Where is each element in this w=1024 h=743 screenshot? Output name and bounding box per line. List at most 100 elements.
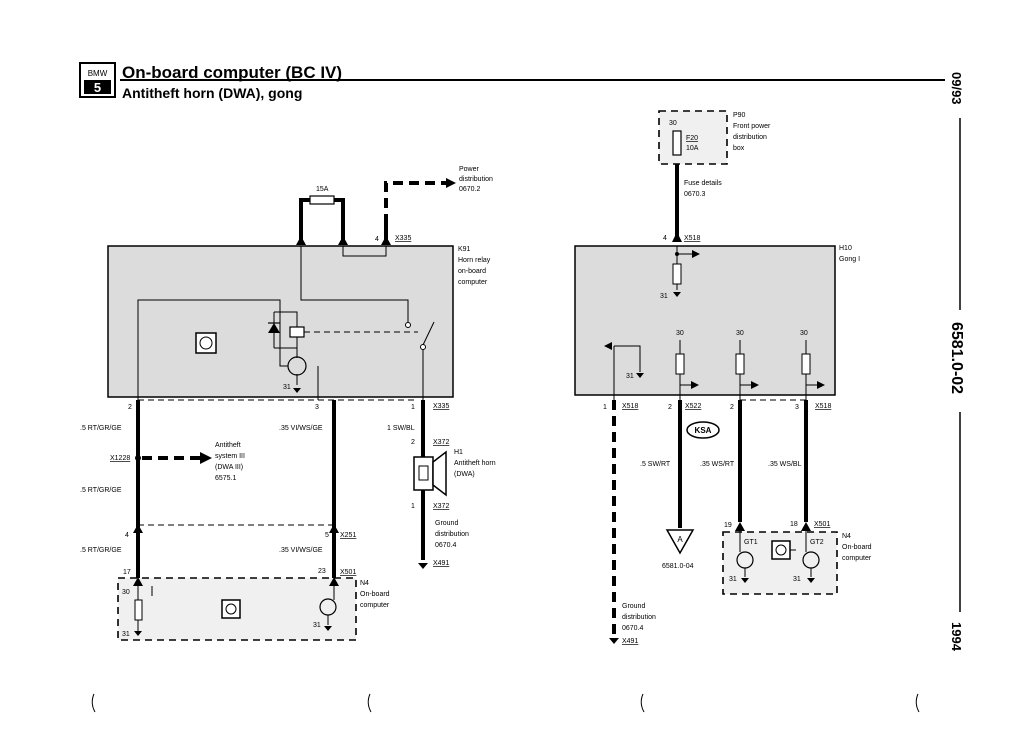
n4-module-icon: [221, 599, 241, 619]
wire-sw-rt-label: .5 SW/RT: [640, 461, 671, 468]
ground-dist-line-3: 0670.4: [435, 542, 457, 549]
n4-right-module-icon: [771, 540, 791, 560]
gong-31-top: 31: [660, 293, 668, 300]
bmw-logo-number: 5: [94, 80, 101, 95]
antitheft-line-1: Antitheft: [215, 442, 241, 449]
power-distribution-feed: [384, 181, 448, 224]
x335-top-pin: [381, 236, 391, 245]
wire-vi-ws-ge-2: .35 VI/WS/GE: [279, 547, 323, 554]
page-subtitle: Antitheft horn (DWA), gong: [122, 85, 302, 101]
x501-label: X501: [340, 569, 356, 576]
pin-1: 1: [411, 404, 415, 411]
wire-vi-ws-ge-1: .35 VI/WS/GE: [279, 425, 323, 432]
corner-mark-1: [91, 693, 96, 713]
corner-mark-2: [367, 693, 372, 713]
ground-31-relay: 31: [283, 384, 291, 391]
antitheft-line-2: system III: [215, 453, 245, 460]
pin-4-top: 4: [375, 236, 379, 243]
ground-dist-line-2: distribution: [435, 531, 469, 538]
ground-symbol: [293, 388, 301, 393]
pin-1-horn: 1: [411, 503, 415, 510]
corner-mark-3: [640, 693, 645, 713]
pin-4-mid: 4: [125, 532, 129, 539]
gong-30b: 30: [736, 330, 744, 337]
x518-left-label: X518: [622, 403, 638, 410]
horn-icon: [432, 450, 447, 497]
h10-line-1: H10: [839, 245, 852, 252]
wire-sw-bl: 1 SW/BL: [387, 425, 415, 432]
fuse-10a-label: 10A: [686, 145, 699, 152]
pin-2b: 2: [730, 404, 734, 411]
p90-line-2: Front power: [733, 123, 771, 130]
date-label: 09/93: [949, 72, 964, 105]
n4-line-2: On-board: [360, 591, 390, 598]
fuse-loop-wire: [299, 198, 345, 240]
gt1-label: GT1: [744, 539, 758, 546]
pin-5: 5: [325, 532, 329, 539]
year-label: 1994: [949, 622, 964, 652]
x518-top-label: X518: [684, 235, 700, 242]
power-dist-line-2: distribution: [459, 176, 493, 183]
pin-2-horn: 2: [411, 439, 415, 446]
pin-23: 23: [318, 568, 326, 575]
bmw-logo: BMW 5: [79, 62, 116, 98]
p90-line-4: box: [733, 145, 745, 152]
p90-line-1: P90: [733, 112, 746, 119]
n4-right-line-1: N4: [842, 533, 851, 540]
x491-label: X491: [433, 560, 449, 567]
n4-31a: 31: [122, 631, 130, 638]
power-arrow: [446, 178, 456, 188]
connector-ref: 6581.0-04: [662, 563, 694, 570]
relay-coil: [289, 326, 305, 338]
connector-a-label: A: [677, 535, 683, 544]
n4-right-line-3: computer: [842, 555, 872, 562]
k91-line-2: Horn relay: [458, 257, 491, 264]
pin-2a: 2: [668, 404, 672, 411]
wire-rt-gr-ge-1: .5 RT/GR/GE: [80, 425, 122, 432]
pin-19: 19: [724, 522, 732, 529]
ksa-label: KSA: [695, 426, 712, 435]
right-ground-dist-line-3: 0670.4: [622, 625, 644, 632]
x335-top-label: X335: [395, 235, 411, 242]
wire-ws-bl-label: .35 WS/BL: [768, 461, 802, 468]
pin-17: 17: [123, 569, 131, 576]
h10-gong-box: [574, 245, 836, 396]
gong-30a: 30: [676, 330, 684, 337]
fuse-f20-label: F20: [686, 135, 698, 142]
right-ground-dist-line-2: distribution: [622, 614, 656, 621]
ground-dist-line-1: Ground: [435, 520, 458, 527]
k91-line-3: on-board: [458, 268, 486, 275]
n4-line-3: computer: [360, 602, 390, 609]
power-dist-line-3: 0670.2: [459, 186, 481, 193]
n4-right-31b: 31: [793, 576, 801, 583]
right-x491-label: X491: [622, 638, 638, 645]
right-ground-dist-line-1: Ground: [622, 603, 645, 610]
x522-label: X522: [685, 403, 701, 410]
fuse-15a-label: 15A: [316, 186, 329, 193]
x518-right-label: X518: [815, 403, 831, 410]
fuse-f20: [672, 130, 682, 156]
relay-switch-contact: [422, 321, 435, 346]
h1-line-3: (DWA): [454, 471, 475, 478]
bmw-logo-text: BMW: [88, 69, 108, 78]
x372-top-label: X372: [433, 439, 449, 446]
fuse-details-line-2: 0670.3: [684, 191, 706, 198]
n4-right-31a: 31: [729, 576, 737, 583]
x251-label: X251: [340, 532, 356, 539]
gong-31-left: 31: [626, 373, 634, 380]
x501-right-label: X501: [814, 521, 830, 528]
n4-30: 30: [122, 589, 130, 596]
horn-h1: [413, 456, 434, 491]
gt2-label: GT2: [810, 539, 824, 546]
pin-3: 3: [315, 404, 319, 411]
n4-right-line-2: On-board: [842, 544, 872, 551]
gong-30c: 30: [800, 330, 808, 337]
pin-18: 18: [790, 521, 798, 528]
h1-line-1: H1: [454, 449, 463, 456]
page-title: On-board computer (BC IV): [122, 63, 342, 82]
fuse-15a: [309, 195, 335, 205]
h1-line-2: Antitheft horn: [454, 460, 496, 467]
relay-diode-icon: [268, 323, 280, 333]
